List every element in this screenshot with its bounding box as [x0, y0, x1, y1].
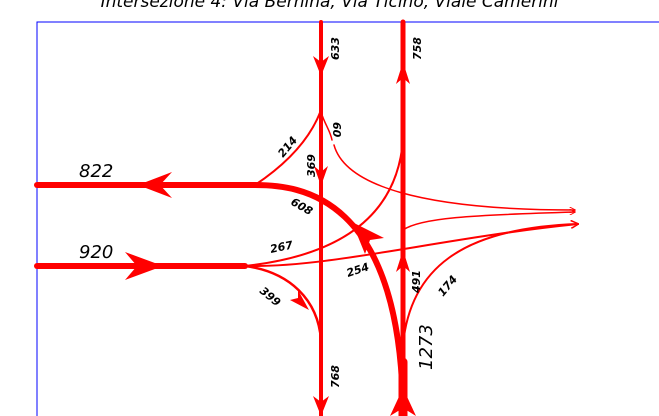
label-south-out: 768 — [329, 365, 342, 388]
label-north-in: 633 — [329, 37, 342, 60]
label-north-right: 214 — [275, 134, 300, 160]
label-left-254: 254 — [345, 260, 371, 279]
arrowhead-south-out — [313, 396, 329, 416]
label-west-in: 920 — [79, 242, 113, 263]
arrowhead-west-in — [125, 252, 163, 280]
arrowhead-north-through — [314, 166, 328, 186]
flow-left-254 — [244, 224, 578, 268]
arrowhead-south-through — [396, 250, 410, 272]
frame-border — [36, 21, 659, 416]
label-south-through: 491 — [410, 270, 423, 294]
flow-south-right — [402, 224, 579, 346]
flow-north-right — [254, 109, 322, 186]
label-south-in: 1273 — [416, 324, 437, 370]
label-south-right: 174 — [435, 273, 460, 299]
flow-north-left — [333, 144, 576, 210]
flow-left-267 — [244, 139, 404, 267]
diagram-title: Intersezione 4: Via Bernina, Via Ticino,… — [100, 0, 559, 12]
label-left-267: 267 — [269, 238, 295, 256]
arrowhead-left-608 — [352, 222, 384, 254]
flow-right-399 — [243, 264, 323, 342]
flow-left-608 — [252, 182, 406, 413]
label-north-through: 369 — [305, 154, 318, 177]
label-west-out: 822 — [79, 161, 113, 182]
arrowhead-north-in — [313, 56, 329, 76]
label-north-uturn: 60 — [330, 122, 343, 138]
arrowhead-right-399 — [290, 290, 309, 310]
flow-south-left — [402, 212, 576, 231]
flow-north-uturn — [320, 111, 333, 141]
arrowhead-north-out — [396, 62, 410, 84]
label-right-399: 399 — [257, 284, 283, 309]
label-left-608: 608 — [289, 195, 316, 218]
arrowhead-west-out — [138, 172, 172, 198]
label-north-out: 758 — [411, 37, 424, 60]
